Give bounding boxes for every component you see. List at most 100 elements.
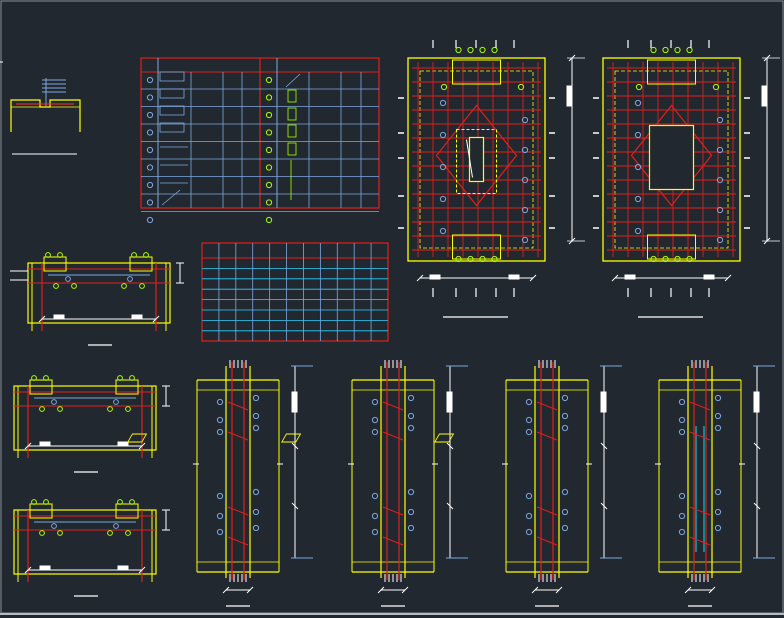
circle-marker-icon	[252, 488, 260, 496]
circle-marker-icon	[371, 528, 379, 536]
circle-marker-icon	[491, 46, 498, 54]
circle-marker-icon	[635, 83, 643, 91]
circle-marker-icon	[371, 428, 379, 436]
circle-marker-icon	[521, 236, 529, 244]
circle-marker-icon	[561, 524, 569, 532]
circle-marker-icon	[252, 424, 260, 432]
circle-marker-icon	[521, 176, 529, 184]
circle-marker-icon	[521, 206, 529, 214]
column-elevation-2	[127, 360, 468, 607]
circle-marker-icon	[146, 111, 154, 119]
circle-marker-icon	[686, 46, 693, 54]
circle-marker-icon	[131, 252, 137, 258]
circle-marker-icon	[407, 424, 415, 432]
column-elevation-4	[434, 360, 775, 607]
circle-marker-icon	[129, 375, 135, 381]
circle-marker-icon	[678, 416, 686, 424]
circle-marker-icon	[716, 146, 724, 154]
circle-marker-icon	[216, 428, 224, 436]
circle-marker-icon	[43, 375, 49, 381]
circle-marker-icon	[439, 99, 447, 107]
circle-marker-icon	[146, 146, 154, 154]
circle-marker-icon	[634, 99, 642, 107]
circle-marker-icon	[634, 195, 642, 203]
circle-marker-icon	[716, 176, 724, 184]
circle-marker-icon	[51, 523, 57, 529]
circle-marker-icon	[265, 216, 273, 224]
circle-marker-icon	[714, 424, 722, 432]
circle-marker-icon	[31, 375, 37, 381]
circle-marker-icon	[65, 276, 71, 282]
circle-marker-icon	[561, 424, 569, 432]
circle-marker-icon	[45, 252, 51, 258]
circle-marker-icon	[525, 528, 533, 536]
circle-marker-icon	[371, 512, 379, 520]
circle-marker-icon	[71, 283, 77, 289]
circle-marker-icon	[146, 76, 154, 84]
circle-marker-icon	[561, 488, 569, 496]
circle-marker-icon	[107, 530, 113, 536]
circle-marker-icon	[634, 227, 642, 235]
circle-marker-icon	[51, 399, 57, 405]
circle-marker-icon	[678, 512, 686, 520]
circle-marker-icon	[455, 255, 462, 263]
circle-marker-icon	[525, 492, 533, 500]
circle-marker-icon	[39, 530, 45, 536]
circle-marker-icon	[117, 375, 123, 381]
circle-marker-icon	[634, 163, 642, 171]
circle-marker-icon	[716, 236, 724, 244]
circle-marker-icon	[714, 394, 722, 402]
circle-marker-icon	[525, 398, 533, 406]
plan-2	[593, 40, 780, 318]
circle-marker-icon	[662, 46, 669, 54]
circle-marker-icon	[146, 129, 154, 136]
circle-marker-icon	[525, 428, 533, 436]
circle-marker-icon	[113, 523, 119, 529]
circle-marker-icon	[479, 255, 486, 263]
circle-marker-icon	[252, 508, 260, 516]
circle-marker-icon	[714, 508, 722, 516]
circle-marker-icon	[146, 199, 154, 206]
circle-marker-icon	[125, 406, 131, 412]
circle-marker-icon	[714, 412, 722, 420]
circle-marker-icon	[407, 394, 415, 402]
circle-marker-icon	[491, 255, 498, 263]
circle-marker-icon	[265, 76, 273, 84]
circle-marker-icon	[129, 499, 135, 505]
circle-marker-icon	[146, 181, 154, 189]
column-elevation-1	[193, 360, 313, 607]
circle-marker-icon	[712, 83, 720, 91]
circle-marker-icon	[561, 412, 569, 420]
circle-marker-icon	[216, 398, 224, 406]
beam-section-1	[10, 252, 184, 346]
circle-marker-icon	[146, 164, 154, 171]
circle-marker-icon	[714, 524, 722, 532]
circle-marker-icon	[521, 146, 529, 154]
circle-marker-icon	[31, 499, 37, 505]
circle-marker-icon	[252, 412, 260, 420]
circle-marker-icon	[439, 227, 447, 235]
circle-marker-icon	[650, 46, 657, 54]
circle-marker-icon	[107, 406, 113, 412]
circle-marker-icon	[455, 46, 462, 54]
circle-marker-icon	[252, 394, 260, 402]
circle-marker-icon	[265, 181, 273, 189]
circle-marker-icon	[216, 528, 224, 536]
circle-marker-icon	[216, 416, 224, 424]
circle-marker-icon	[265, 94, 273, 101]
circle-marker-icon	[252, 524, 260, 532]
beam-section-2	[13, 375, 170, 473]
small-section-detail	[0, 61, 81, 155]
circle-marker-icon	[407, 508, 415, 516]
circle-marker-icon	[467, 46, 474, 54]
circle-marker-icon	[479, 46, 486, 54]
circle-marker-icon	[146, 94, 154, 101]
circle-marker-icon	[439, 163, 447, 171]
circle-marker-icon	[143, 252, 149, 258]
circle-marker-icon	[371, 416, 379, 424]
circle-marker-icon	[439, 195, 447, 203]
circle-marker-icon	[43, 499, 49, 505]
plan-1	[398, 40, 585, 318]
